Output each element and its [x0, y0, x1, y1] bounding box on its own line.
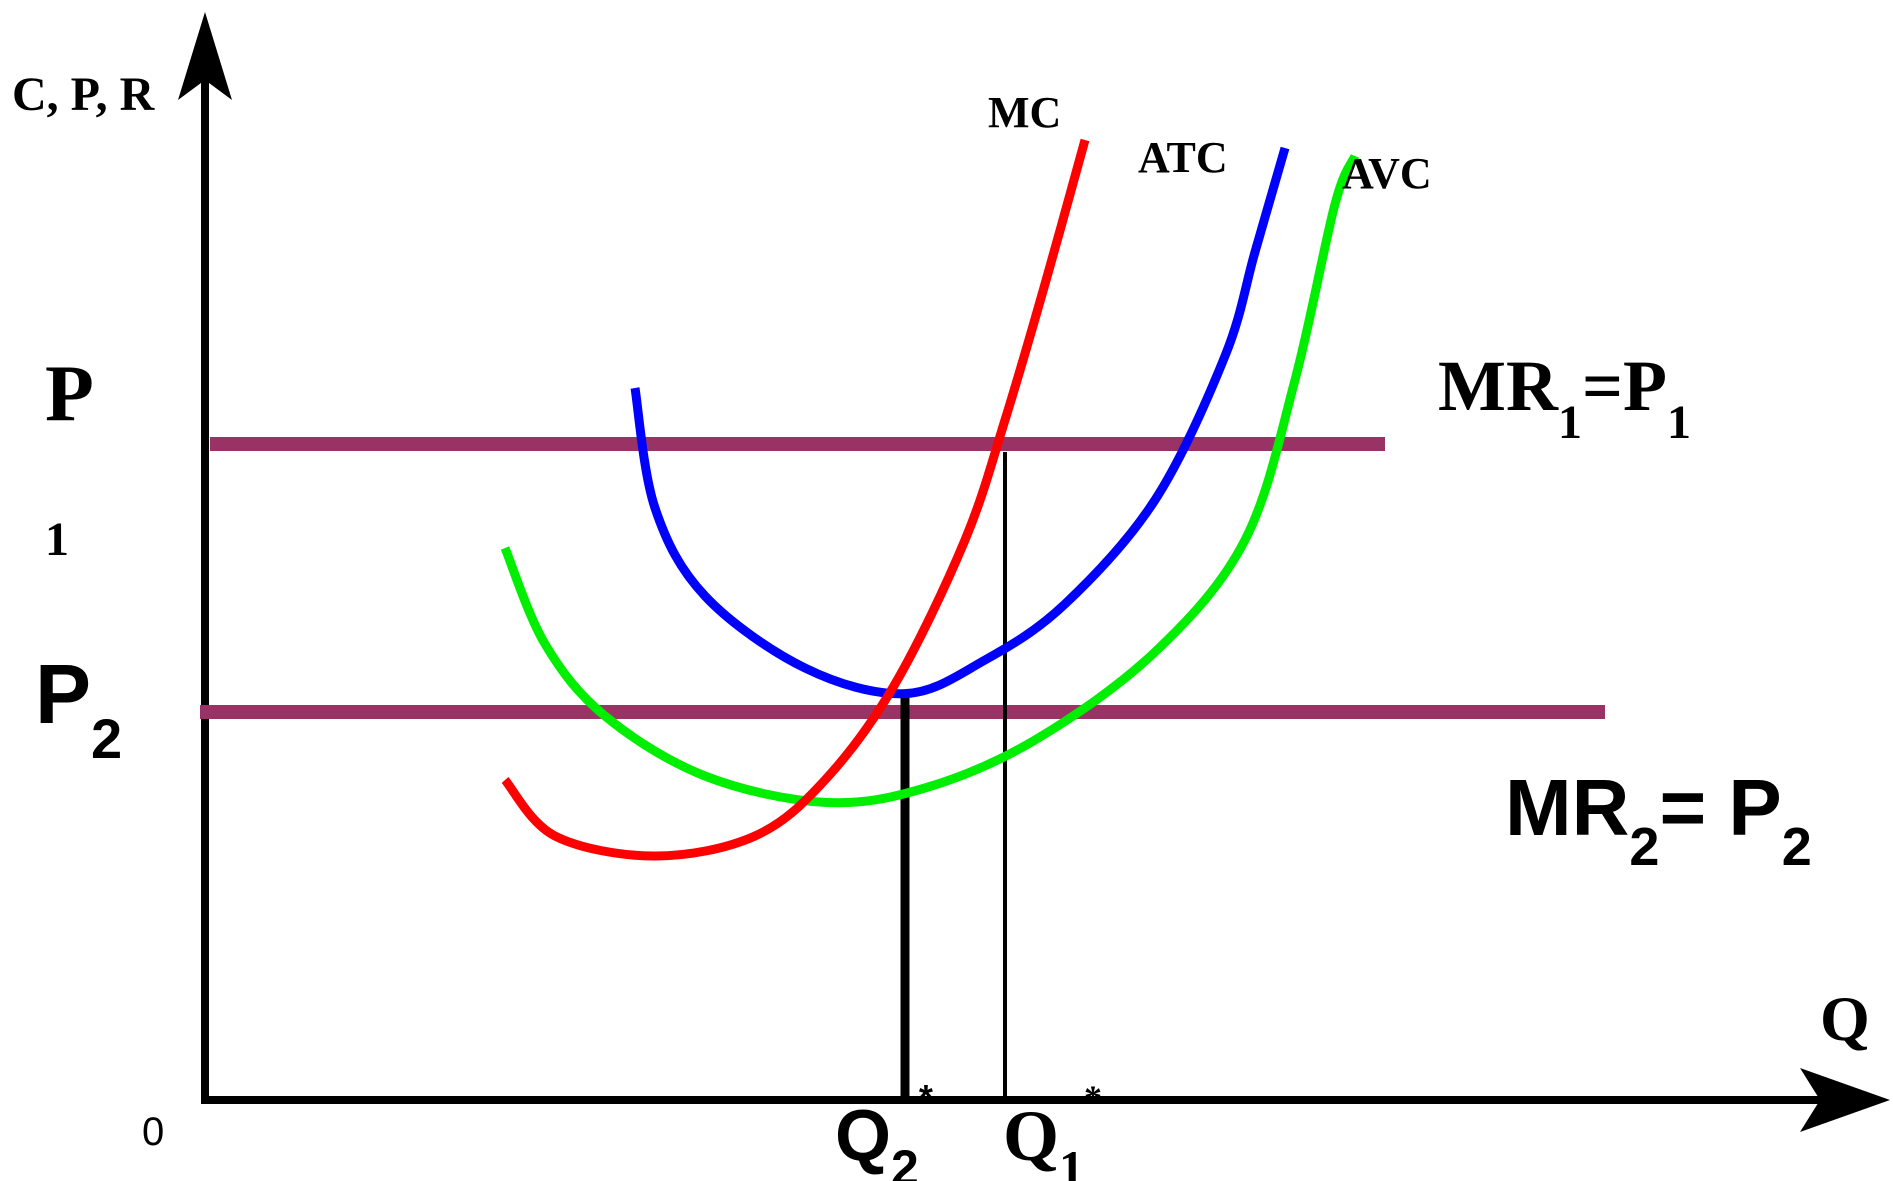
avc-label: AVC	[1342, 149, 1432, 198]
y-axis-label: C, P, R	[12, 68, 156, 121]
q1-label-sup: *	[1084, 1078, 1102, 1118]
origin-label: 0	[142, 1110, 164, 1154]
mr2-label-mid: = P	[1659, 763, 1781, 852]
q2-label-main: Q	[835, 1096, 891, 1176]
y-tick-label-p2-main: P	[35, 647, 91, 741]
quantity-lines	[900, 452, 1007, 1100]
y-tick-label-p2: P2	[35, 647, 122, 770]
q2-label-sub: 2	[891, 1140, 919, 1181]
mr1-label-sub1: 1	[1558, 396, 1582, 449]
mr2-label-sub2: 2	[1782, 817, 1812, 877]
avc-curve	[500, 154, 1360, 808]
x-axis-label: Q	[1820, 983, 1870, 1054]
y-tick-label-p2-sub: 2	[91, 707, 122, 770]
mr2-label: MR2= P2	[1505, 763, 1812, 877]
mr1-label-main: MR	[1438, 346, 1559, 426]
mr2-label-main: MR	[1505, 763, 1629, 852]
q1-label-main: Q	[1003, 1096, 1059, 1176]
mc-label: MC	[988, 88, 1061, 137]
y-tick-label-p1-main: P	[45, 350, 94, 438]
q1-label: Q1*	[1003, 1078, 1102, 1181]
mr1-label-sub2: 1	[1667, 396, 1691, 449]
y-tick-label-p1-sub: 1	[45, 513, 69, 566]
mr1-label: MR1=P1	[1438, 346, 1691, 449]
mr1-label-mid: =P	[1582, 346, 1667, 426]
atc-label: ATC	[1138, 133, 1228, 182]
q1-label-sub: 1	[1059, 1140, 1084, 1181]
mc-curve	[501, 138, 1090, 861]
q2-label: Q2*	[835, 1077, 933, 1181]
cost-curves	[500, 138, 1360, 861]
mr2-label-sub1: 2	[1629, 817, 1659, 877]
x-axis-arrowhead	[1800, 1068, 1890, 1132]
atc-curve	[630, 146, 1290, 699]
y-axis-arrowhead	[178, 12, 232, 100]
q2-label-sup: *	[919, 1077, 933, 1118]
